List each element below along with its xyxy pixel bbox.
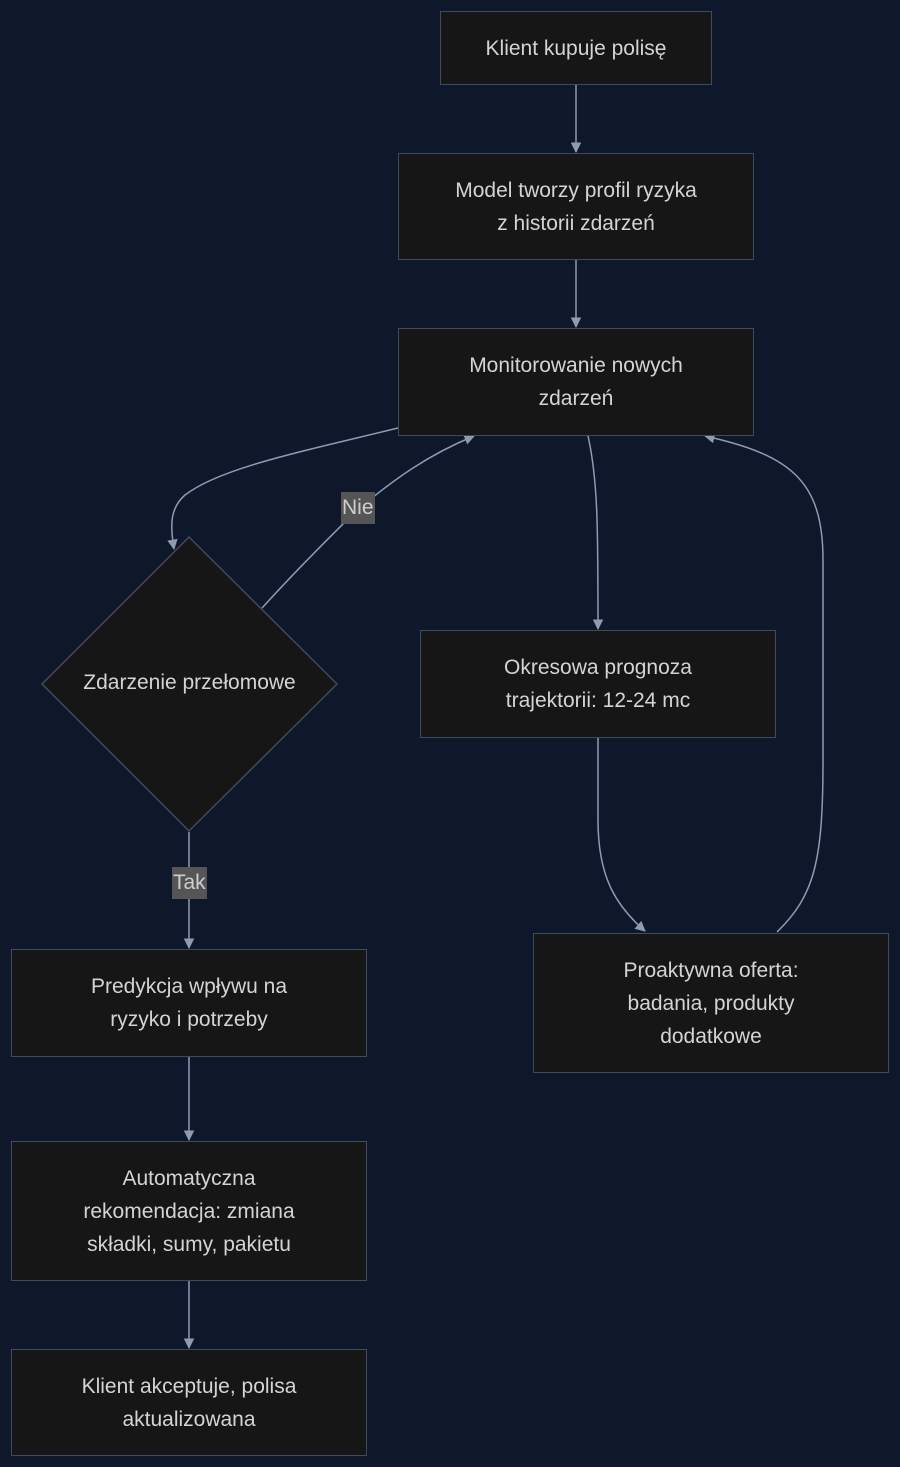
edge-forecast-to-offer xyxy=(597,738,646,932)
edge-label-no: Nie xyxy=(341,492,375,524)
node-start: Klient kupuje polisę xyxy=(440,11,712,85)
node-impact: Predykcja wpływu na ryzyko i potrzeby xyxy=(11,949,367,1057)
node-recommendation: Automatyczna rekomendacja: zmiana składk… xyxy=(11,1141,367,1281)
edge-monitor-to-decision xyxy=(167,427,399,551)
node-decision-label: Zdarzenie przełomowe xyxy=(83,671,296,694)
node-profile: Model tworzy profil ryzyka z historii zd… xyxy=(398,153,754,260)
decision-diamond xyxy=(40,535,339,833)
node-accept: Klient akceptuje, polisa aktualizowana xyxy=(11,1349,367,1456)
edge-monitor-to-forecast xyxy=(587,435,604,631)
edge-label-yes: Tak xyxy=(172,867,207,899)
edge-offer-to-monitor xyxy=(703,432,824,933)
node-forecast: Okresowa prognoza trajektorii: 12-24 mc xyxy=(420,630,776,738)
node-offer: Proaktywna oferta: badania, produkty dod… xyxy=(533,933,889,1073)
node-monitor: Monitorowanie nowych zdarzeń xyxy=(398,328,754,436)
